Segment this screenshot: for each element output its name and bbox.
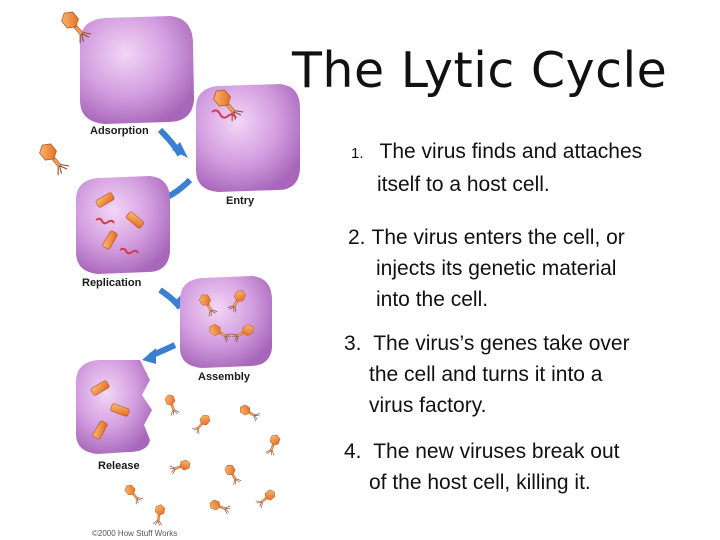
- step-text: The virus’s genes take over: [373, 332, 630, 355]
- step-text: of the host cell, killing it.: [369, 471, 591, 494]
- step-text: The virus finds and attaches: [379, 140, 643, 163]
- step-text: virus factory.: [369, 394, 487, 417]
- replication-cell: [76, 176, 170, 274]
- lytic-cycle-illustration: Adsorption Entry Replication Assembly: [36, 7, 300, 538]
- phage-icon: [36, 139, 71, 177]
- stage-label-entry: Entry: [226, 195, 255, 207]
- step-text: the cell and turns it into a: [369, 363, 603, 386]
- adsorption-cell: [36, 7, 194, 177]
- step-2: 2.The virus enters the cell, or injects …: [348, 222, 688, 315]
- release-cell: [76, 360, 152, 454]
- step-text: The virus enters the cell, or: [371, 226, 625, 249]
- stage-label-assembly: Assembly: [198, 371, 251, 383]
- page-title: The Lytic Cycle: [292, 42, 668, 99]
- stage-label-replication: Replication: [82, 277, 142, 289]
- step-text: injects its genetic material: [376, 257, 617, 280]
- step-text: into the cell.: [376, 288, 489, 311]
- stage-label-release: Release: [98, 460, 140, 472]
- entry-cell: [196, 84, 300, 192]
- assembly-cell: [180, 276, 272, 368]
- credit-text: ©2000 How Stuff Works: [92, 529, 177, 538]
- step-1: 1. The virus finds and attaches itself to…: [351, 136, 691, 200]
- step-number: 2.: [348, 226, 366, 249]
- step-number: 4.: [344, 440, 362, 463]
- step-text: itself to a host cell.: [377, 173, 550, 196]
- step-number: 1.: [351, 145, 364, 162]
- step-3: 3. The virus’s genes take over the cell …: [344, 328, 704, 421]
- step-number: 3.: [344, 332, 362, 355]
- step-text: The new viruses break out: [373, 440, 620, 463]
- step-4: 4. The new viruses break out of the host…: [344, 436, 704, 498]
- stage-label-adsorption: Adsorption: [90, 125, 149, 137]
